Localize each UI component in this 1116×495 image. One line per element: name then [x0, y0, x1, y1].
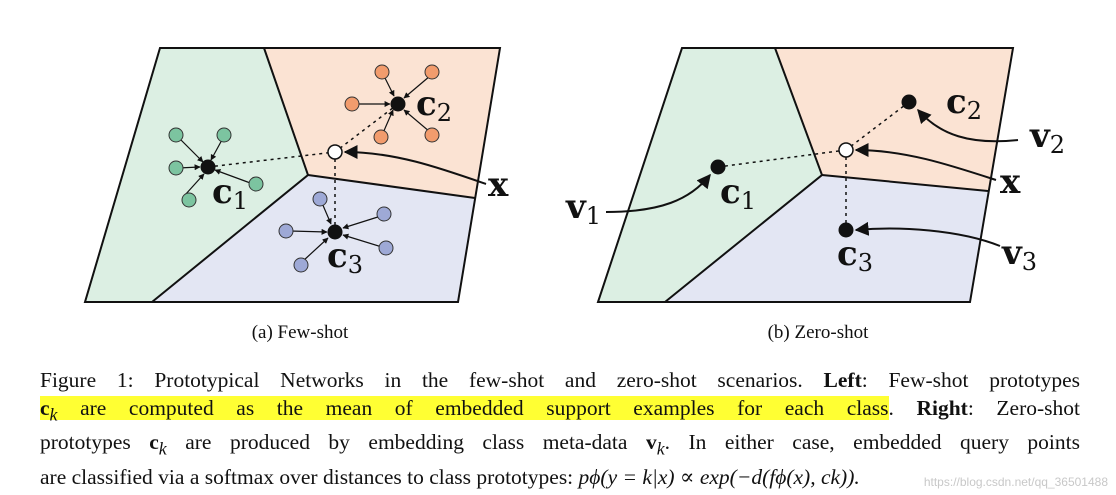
- green-support-point: [168, 160, 184, 176]
- watermark: https://blog.csdn.net/qq_36501488: [923, 475, 1108, 489]
- region-boundaries: [596, 47, 1015, 303]
- prototype-c1: [710, 159, 726, 175]
- prototype-c2: [390, 96, 406, 112]
- left-keyword: Left: [823, 368, 862, 392]
- query-arrow: [854, 143, 997, 181]
- blue-support-cluster: [278, 191, 394, 273]
- caption-line-3: prototypes ck are produced by embedding …: [40, 430, 1080, 459]
- blue-region: [152, 175, 475, 302]
- label-x: x: [1000, 162, 1021, 202]
- blue-support-point: [378, 240, 394, 256]
- green-support-cluster: [168, 127, 264, 208]
- orange-support-point: [424, 127, 440, 143]
- orange-support-point: [344, 96, 360, 112]
- figure-label: Figure 1:: [40, 368, 134, 392]
- blue-support-point: [376, 206, 392, 222]
- orange-support-point: [424, 64, 440, 80]
- label-v2: v2: [1029, 116, 1065, 159]
- caption-line-4: are classified via a softmax over distan…: [40, 464, 860, 489]
- label-c1: c1: [212, 172, 248, 215]
- figure-caption: Figure 1: Prototypical Networks in the f…: [40, 366, 1080, 491]
- prototype-c2: [901, 94, 917, 110]
- green-support-point: [181, 192, 197, 208]
- query-arrow: [343, 145, 487, 185]
- caption-line-2: ck are computed as the mean of embedded …: [40, 396, 1080, 425]
- label-c2: c2: [416, 84, 452, 127]
- orange-support-cluster: [344, 64, 440, 145]
- label-c2: c2: [946, 82, 982, 125]
- caption-text: : Few-shot prototypes: [861, 368, 1080, 392]
- label-c1: c1: [720, 172, 756, 215]
- blue-support-point: [278, 223, 294, 239]
- region-boundaries: [83, 47, 502, 303]
- v1-arrow: [605, 173, 711, 213]
- orange-support-point: [373, 129, 389, 145]
- prototype-c3: [327, 224, 343, 240]
- query-point: [327, 144, 343, 160]
- right-keyword: Right: [916, 396, 968, 420]
- v2-arrow: [917, 108, 1019, 143]
- label-c3: c3: [837, 234, 873, 277]
- query-point: [838, 142, 854, 158]
- green-region: [85, 48, 308, 302]
- orange-region: [775, 48, 1013, 191]
- v3-arrow: [854, 221, 1001, 247]
- prototype-c3: [838, 222, 854, 238]
- blue-support-point: [293, 257, 309, 273]
- query-distance-lines: [207, 103, 399, 232]
- label-x: x: [488, 165, 509, 205]
- blue-region: [665, 175, 988, 302]
- label-v1: v1: [565, 187, 601, 230]
- highlighted-text: ck are computed as the mean of embedded …: [40, 396, 889, 425]
- softmax-formula: pϕ(y = k|x) ∝ exp(−d(fϕ(x), ck)).: [578, 464, 860, 489]
- figure-diagram: c1 c2 c3 x c1 c2 c3 x v: [83, 47, 1065, 303]
- subcaption-zero-shot: (b) Zero-shot: [767, 322, 869, 343]
- green-support-point: [216, 127, 232, 143]
- green-support-point: [168, 127, 184, 143]
- green-support-point: [248, 176, 264, 192]
- blue-support-point: [312, 191, 328, 207]
- label-c3: c3: [327, 236, 363, 279]
- few-shot-panel: c1 c2 c3 x: [83, 47, 509, 303]
- prototype-c1: [200, 159, 216, 175]
- caption-line-1: Figure 1: Prototypical Networks in the f…: [40, 366, 1080, 394]
- orange-region: [264, 48, 500, 198]
- subcaption-few-shot: (a) Few-shot: [251, 322, 349, 343]
- zero-shot-panel: c1 c2 c3 x v1 v2 v3: [565, 47, 1065, 303]
- caption-text: Prototypical Networks in the few-shot an…: [133, 368, 824, 392]
- query-distance-lines: [717, 101, 910, 230]
- orange-support-point: [374, 64, 390, 80]
- label-v3: v3: [1001, 233, 1037, 276]
